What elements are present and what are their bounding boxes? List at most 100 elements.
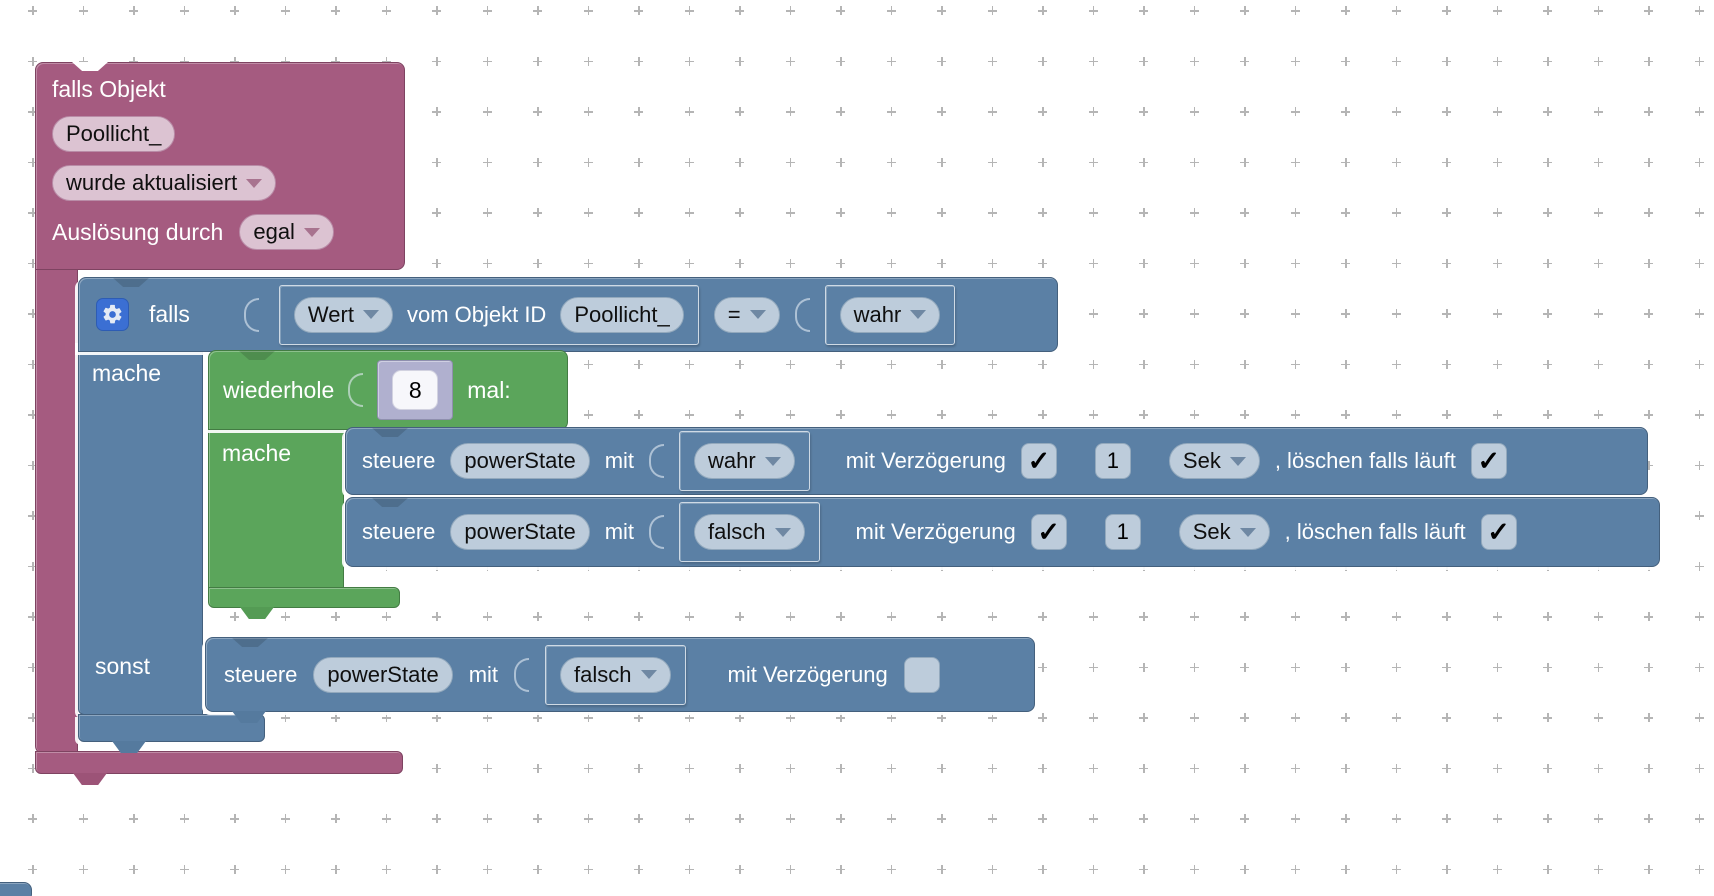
else-object-field[interactable]: powerState: [313, 656, 453, 693]
grid-plus-mark: [633, 359, 644, 370]
trigger-block-header[interactable]: falls Objekt Poollicht_ wurde aktualisie…: [35, 62, 405, 270]
grid-plus-mark: [583, 611, 594, 622]
grid-plus-mark: [1391, 712, 1402, 723]
repeat-block-header[interactable]: wiederhole 8 mal:: [208, 350, 568, 430]
comparison-value-socket: [794, 297, 810, 332]
grid-plus-mark: [229, 813, 240, 824]
grid-plus-mark: [1290, 56, 1301, 67]
grid-plus-mark: [886, 56, 897, 67]
comparison-block[interactable]: Wert vom Objekt ID Poollicht_ = wahr: [278, 284, 956, 345]
control1-boolean-block[interactable]: wahr: [679, 431, 810, 491]
control2-boolean-block[interactable]: falsch: [679, 502, 820, 562]
grid-plus-mark: [1138, 662, 1149, 673]
grid-plus-mark: [1340, 157, 1351, 168]
grid-plus-mark: [633, 5, 644, 16]
number-shadow-block[interactable]: 8: [377, 360, 454, 420]
grid-plus-mark: [27, 5, 38, 16]
grid-plus-mark: [1037, 813, 1048, 824]
grid-plus-mark: [1239, 662, 1250, 673]
grid-plus-mark: [684, 864, 695, 875]
offscreen-block-edge[interactable]: [0, 882, 32, 896]
grid-plus-mark: [1391, 611, 1402, 622]
grid-plus-mark: [431, 207, 442, 218]
control1-unit-dropdown[interactable]: Sek: [1168, 443, 1260, 479]
repeat-times-label: mal:: [467, 376, 511, 403]
grid-plus-mark: [229, 864, 240, 875]
grid-plus-mark: [1239, 308, 1250, 319]
repeat-block-bottom[interactable]: [208, 587, 400, 608]
if-block-header[interactable]: falls Wert vom Objekt ID Poollicht_ =: [78, 277, 1058, 352]
control2-delay-checkbox[interactable]: ✓: [1030, 514, 1067, 550]
control2-object-field[interactable]: powerState: [450, 514, 590, 550]
grid-plus-mark: [1593, 611, 1604, 622]
grid-plus-mark: [280, 864, 291, 875]
grid-plus-mark: [1088, 763, 1099, 774]
grid-plus-mark: [1189, 56, 1200, 67]
grid-plus-mark: [1189, 258, 1200, 269]
operator-dropdown[interactable]: =: [713, 296, 780, 333]
else-value-dropdown[interactable]: falsch: [560, 656, 671, 693]
grid-plus-mark: [1138, 864, 1149, 875]
else-boolean-block[interactable]: falsch: [545, 644, 686, 705]
control2-unit-dropdown[interactable]: Sek: [1178, 514, 1270, 550]
grid-plus-mark: [1441, 308, 1452, 319]
grid-plus-mark: [1088, 712, 1099, 723]
control2-delay-value-field[interactable]: 1: [1104, 514, 1141, 550]
control1-value-dropdown[interactable]: wahr: [694, 443, 795, 479]
trigger-object-id-field[interactable]: Poollicht_: [52, 116, 176, 152]
grid-plus-mark: [583, 864, 594, 875]
control1-clear-checkbox[interactable]: ✓: [1470, 443, 1507, 479]
control2-object-value: powerState: [464, 519, 576, 544]
grid-plus-mark: [785, 56, 796, 67]
grid-plus-mark: [1593, 207, 1604, 218]
control1-delay-checkbox[interactable]: ✓: [1020, 443, 1057, 479]
grid-plus-mark: [1290, 5, 1301, 16]
control1-object-field[interactable]: powerState: [450, 443, 590, 479]
grid-plus-mark: [886, 157, 897, 168]
grid-plus-mark: [1189, 207, 1200, 218]
grid-plus-mark: [1694, 308, 1705, 319]
grid-plus-mark: [482, 106, 493, 117]
if-condition-socket: [243, 297, 259, 332]
attribute-dropdown[interactable]: Wert: [293, 296, 393, 333]
control2-value-dropdown[interactable]: falsch: [694, 514, 805, 550]
grid-plus-mark: [1694, 207, 1705, 218]
grid-plus-mark: [128, 813, 139, 824]
control-block-row1[interactable]: steuere powerState mit wahr mit Verzöger…: [345, 427, 1648, 495]
mutator-gear-icon[interactable]: [96, 298, 129, 331]
grid-plus-mark: [1593, 763, 1604, 774]
trigger-by-dropdown[interactable]: egal: [239, 214, 334, 250]
repeat-count-field[interactable]: 8: [392, 370, 439, 410]
else-value-socket: [514, 657, 530, 692]
repeat-block-spine[interactable]: [208, 420, 344, 608]
grid-plus-mark: [1694, 763, 1705, 774]
grid-plus-mark: [1290, 864, 1301, 875]
grid-plus-mark: [936, 359, 947, 370]
condition-object-id-field[interactable]: Poollicht_: [560, 296, 684, 333]
control-block-row2[interactable]: steuere powerState mit falsch mit Verzög…: [345, 497, 1660, 567]
if-block-spine[interactable]: [78, 340, 203, 715]
grid-plus-mark: [431, 5, 442, 16]
logic-boolean-block[interactable]: wahr: [824, 284, 956, 345]
grid-plus-mark: [633, 106, 644, 117]
trigger-event-dropdown[interactable]: wurde aktualisiert: [52, 165, 277, 201]
grid-plus-mark: [1391, 662, 1402, 673]
control1-delay-value-field[interactable]: 1: [1094, 443, 1131, 479]
if-block-bottom[interactable]: [78, 714, 265, 742]
control2-clear-checkbox[interactable]: ✓: [1480, 514, 1517, 550]
grid-plus-mark: [1340, 207, 1351, 218]
grid-plus-mark: [987, 56, 998, 67]
repeat-label: wiederhole: [223, 376, 335, 403]
grid-plus-mark: [785, 712, 796, 723]
grid-plus-mark: [633, 56, 644, 67]
dropdown-arrow-icon: [774, 527, 791, 537]
get-value-block[interactable]: Wert vom Objekt ID Poollicht_: [278, 284, 699, 345]
boolean-dropdown[interactable]: wahr: [839, 296, 941, 333]
else-control-block[interactable]: steuere powerState mit falsch mit Verzög…: [205, 637, 1035, 723]
trigger-block-bottom[interactable]: [35, 751, 403, 774]
else-delay-checkbox[interactable]: [903, 656, 940, 693]
grid-plus-mark: [1391, 207, 1402, 218]
grid-plus-mark: [1492, 359, 1503, 370]
grid-plus-mark: [936, 864, 947, 875]
control1-value: wahr: [708, 448, 756, 473]
